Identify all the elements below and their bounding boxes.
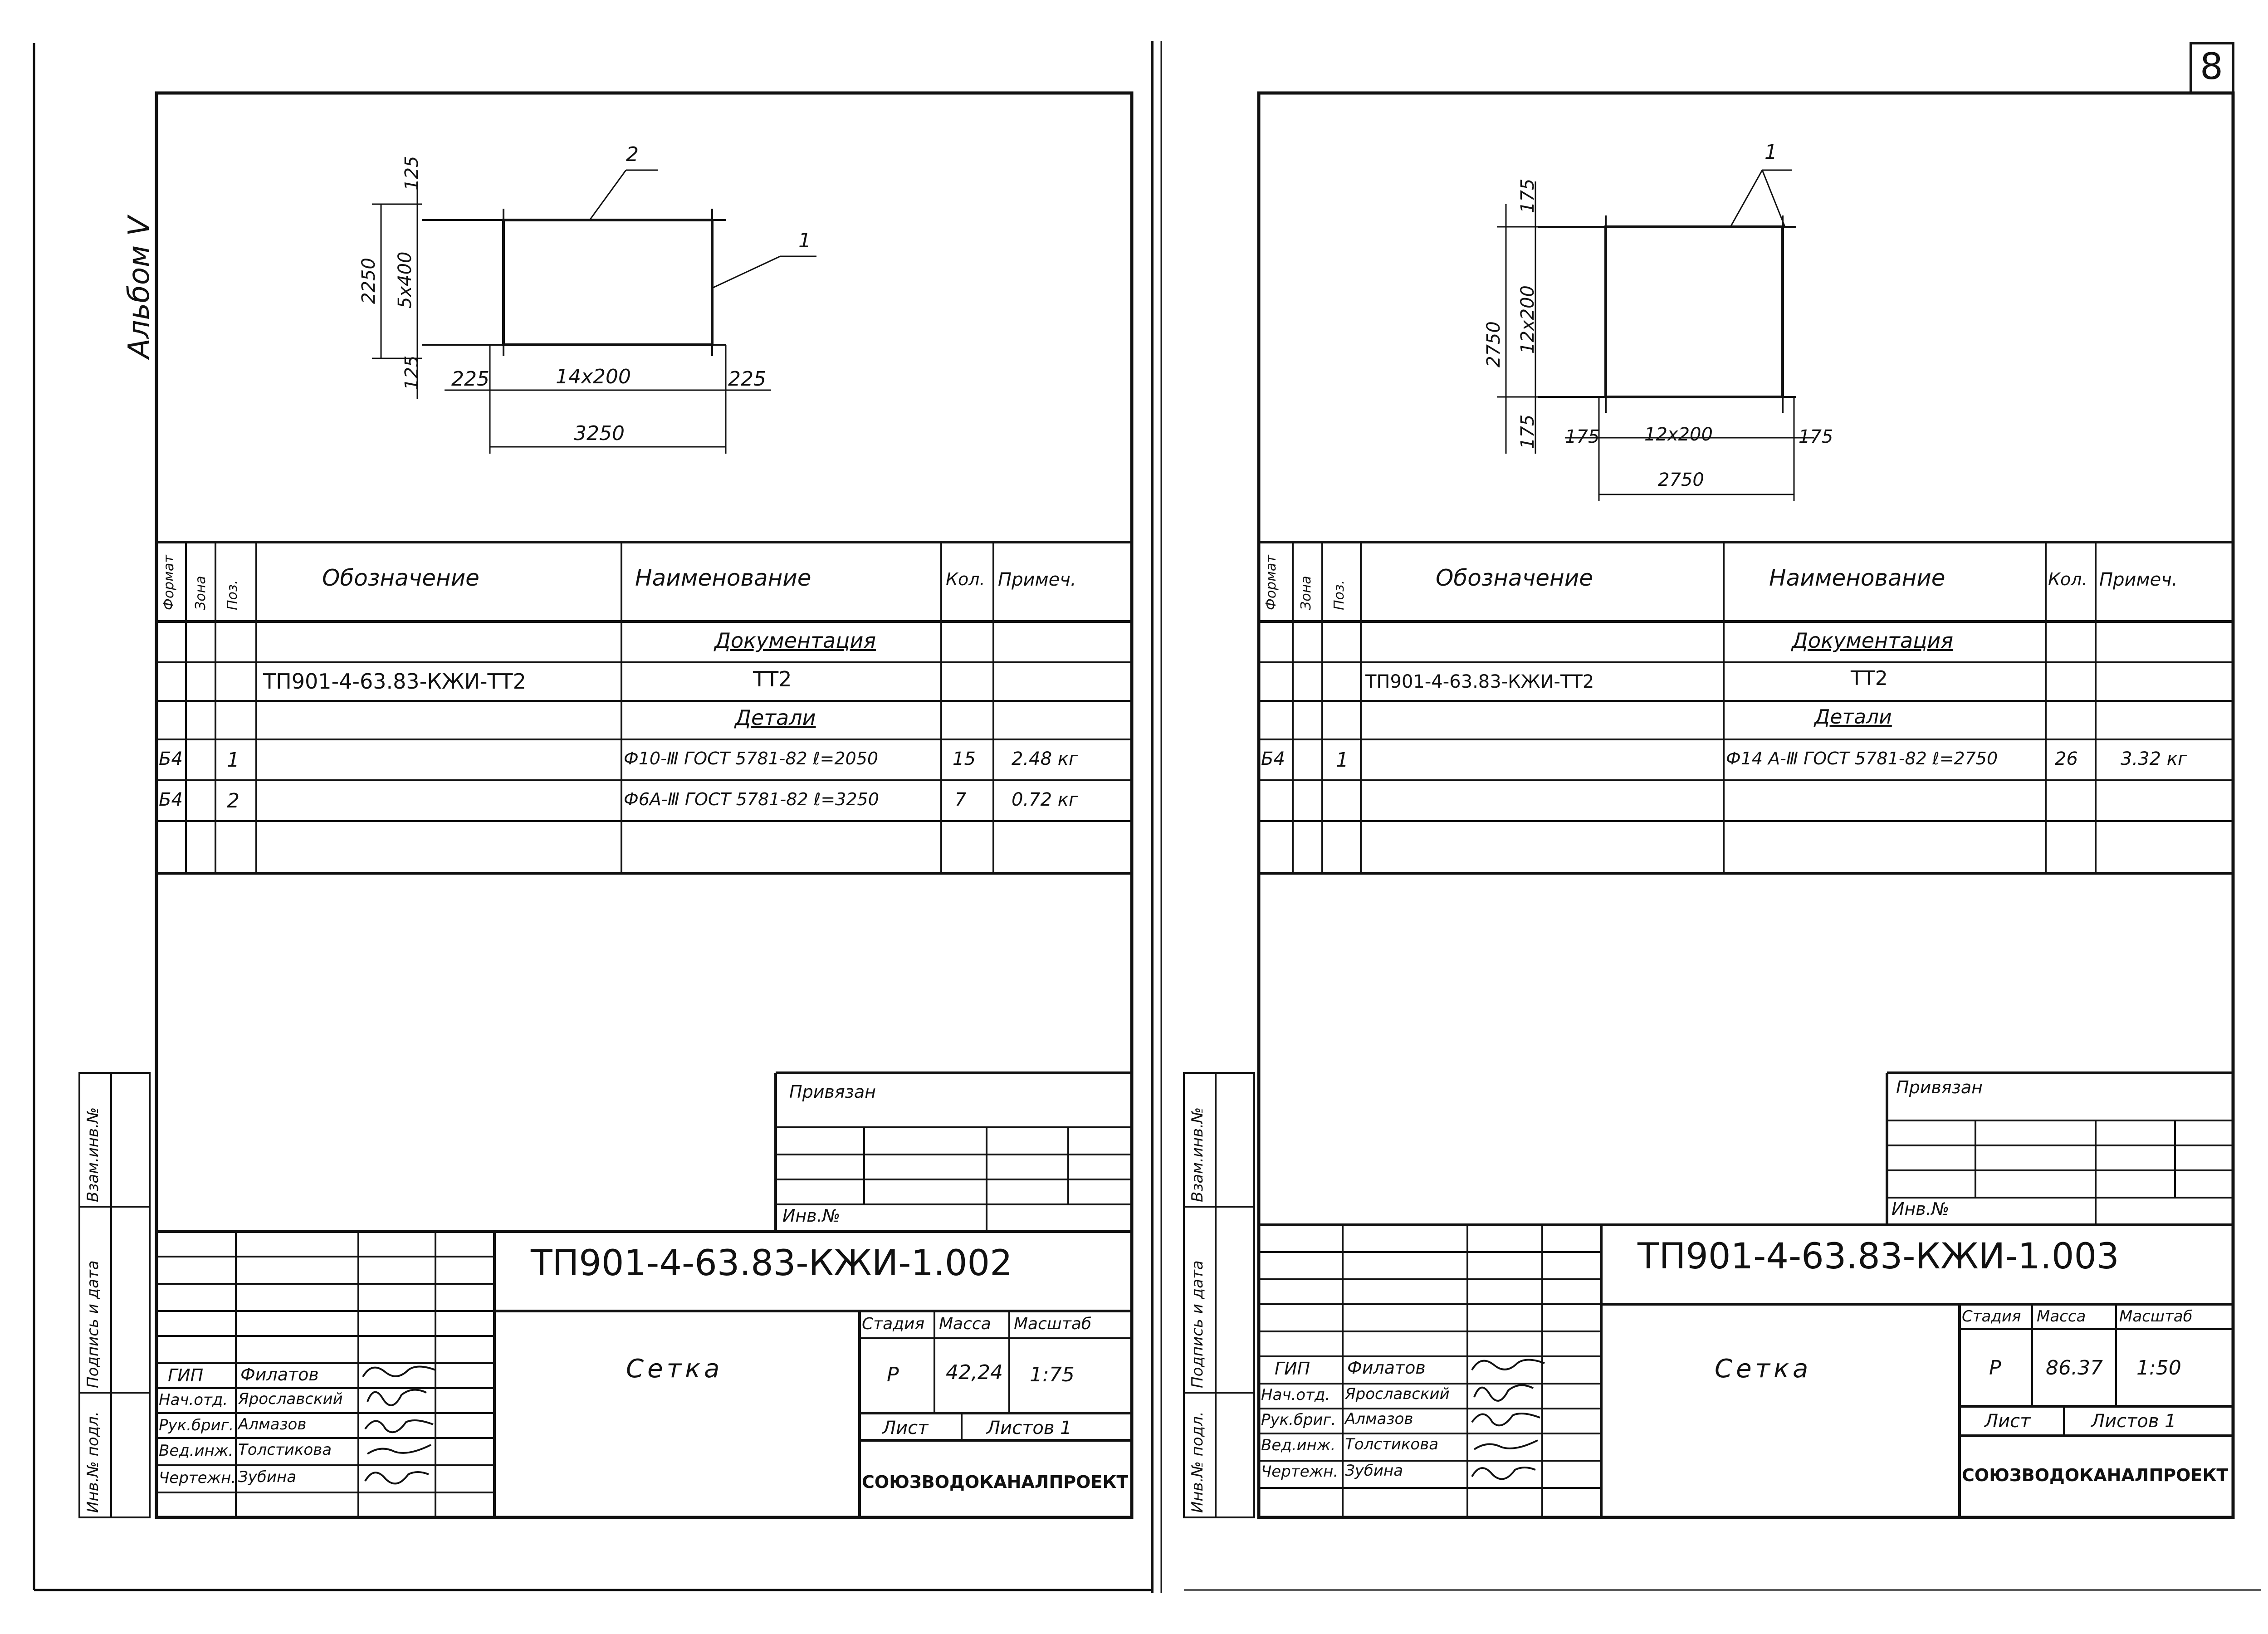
left-scale: 1:75 [1030,1363,1075,1386]
left-doc-name: ТТ2 [753,667,792,691]
left-stage-label: Стадия [862,1315,925,1333]
right-person-5-name: Зубина [1345,1462,1403,1480]
right-col-naimenovanie: Наименование [1769,565,1945,591]
right-title-name: Сетка [1715,1354,1812,1384]
right-col-oboznachenie: Обозначение [1436,565,1593,591]
left-org: СОЮЗВОДОКАНАЛПРОЕКТ [862,1472,1129,1492]
right-row-1-format: Б4 [1261,749,1285,769]
right-row-1-qty: 26 [2055,749,2078,769]
right-mass: 86.37 [2046,1356,2103,1380]
left-person-3-name: Алмазов [238,1415,307,1433]
right-person-1-role: ГИП [1275,1359,1310,1379]
left-stage: Р [887,1363,899,1386]
left-row-2-qty: 7 [955,789,967,810]
right-row-1-name: Ф14 А-Ⅲ ГОСТ 5781-82 ℓ=2750 [1726,749,1998,768]
right-section-doc: Документация [1792,628,1954,653]
left-person-4-name: Толстикова [238,1441,332,1459]
left-dim-inner-h: 14x200 [556,365,631,388]
left-dim-total-h: 3250 [574,422,625,445]
left-sheet-label: Лист [882,1418,929,1438]
left-row-1-qty: 15 [953,749,976,769]
right-dim-total-h: 2750 [1658,470,1704,490]
right-person-3-name: Алмазов [1345,1410,1413,1428]
left-person-5-role: Чертежн. [159,1469,236,1487]
right-doc-name: ТТ2 [1851,667,1888,690]
right-inv-no: Инв.№ [1892,1199,1950,1219]
left-doc-code: ТП901-4-63.83-КЖИ-ТТ2 [263,669,526,694]
left-row-2-poz: 2 [227,789,240,812]
right-dim-left-h: 175 [1565,426,1600,447]
right-person-4-role: Вед.инж. [1261,1436,1336,1454]
left-col-oboznachenie: Обозначение [322,565,479,591]
left-section-doc: Документация [714,628,876,653]
left-person-4-role: Вед.инж. [159,1442,234,1460]
left-title-code: ТП901-4-63.83-КЖИ-1.002 [531,1243,1012,1284]
left-person-2-name: Ярославский [238,1390,343,1408]
right-person-1-name: Филатов [1347,1358,1426,1378]
left-mass: 42,24 [946,1361,1003,1384]
right-title-code: ТП901-4-63.83-КЖИ-1.003 [1637,1236,2119,1277]
right-section-det: Детали [1814,705,1892,729]
right-person-2-name: Ярославский [1345,1385,1450,1403]
left-col-primech: Примеч. [998,569,1076,590]
right-person-3-role: Рук.бриг. [1261,1411,1336,1429]
right-scale: 1:50 [2136,1356,2181,1380]
left-col-naimenovanie: Наименование [635,565,811,591]
left-inv-no: Инв.№ [782,1206,841,1226]
left-person-1-role: ГИП [168,1365,204,1385]
right-person-5-role: Чертежн. [1261,1463,1339,1481]
right-row-1-poz: 1 [1336,749,1349,772]
right-org: СОЮЗВОДОКАНАЛПРОЕКТ [1962,1465,2229,1485]
right-dim-right-h: 175 [1799,426,1833,447]
left-row-2-name: Ф6А-Ⅲ ГОСТ 5781-82 ℓ=3250 [624,789,879,809]
left-person-2-role: Нач.отд. [159,1391,228,1409]
right-doc-code: ТП901-4-63.83-КЖИ-ТТ2 [1365,671,1594,692]
left-person-3-role: Рук.бриг. [159,1416,234,1434]
left-row-1-format: Б4 [159,749,183,769]
right-dim-inner-h: 12x200 [1644,424,1713,445]
left-row-2-note: 0.72 кг [1012,789,1078,810]
right-sheets-label: Листов 1 [2091,1411,2176,1432]
right-col-kol: Кол. [2048,569,2087,589]
left-person-5-name: Зубина [238,1468,297,1486]
left-dim-right-h: 225 [728,367,766,391]
right-col-primech: Примеч. [2099,569,2178,590]
right-sheet-label: Лист [1984,1411,2031,1432]
left-col-kol: Кол. [946,569,985,589]
left-scale-label: Масштаб [1014,1315,1092,1333]
left-row-2-format: Б4 [159,789,183,810]
right-scale-label: Масштаб [2119,1307,2193,1326]
left-sheets-label: Листов 1 [987,1418,1072,1438]
left-privyazan: Привязан [789,1082,876,1102]
left-dim-left-h: 225 [451,367,489,391]
right-person-2-role: Нач.отд. [1261,1386,1330,1404]
left-leader-2: 2 [626,143,639,166]
left-leader-1: 1 [798,229,811,252]
left-mass-label: Масса [939,1315,991,1333]
right-stage-label: Стадия [1962,1307,2021,1326]
right-leader-1: 1 [1765,141,1777,164]
left-person-1-name: Филатов [240,1365,319,1384]
sheet-number: 8 [2200,45,2223,88]
left-row-1-name: Ф10-Ⅲ ГОСТ 5781-82 ℓ=2050 [624,749,879,768]
right-mass-label: Масса [2037,1307,2086,1326]
right-row-1-note: 3.32 кг [2121,749,2187,769]
right-privyazan: Привязан [1896,1077,1983,1097]
left-title-name: Сетка [626,1354,723,1384]
right-person-4-name: Толстикова [1345,1435,1439,1453]
left-row-1-poz: 1 [227,749,240,772]
right-stage: Р [1989,1356,2001,1380]
left-row-1-note: 2.48 кг [1012,749,1078,769]
left-section-det: Детали [735,705,816,730]
